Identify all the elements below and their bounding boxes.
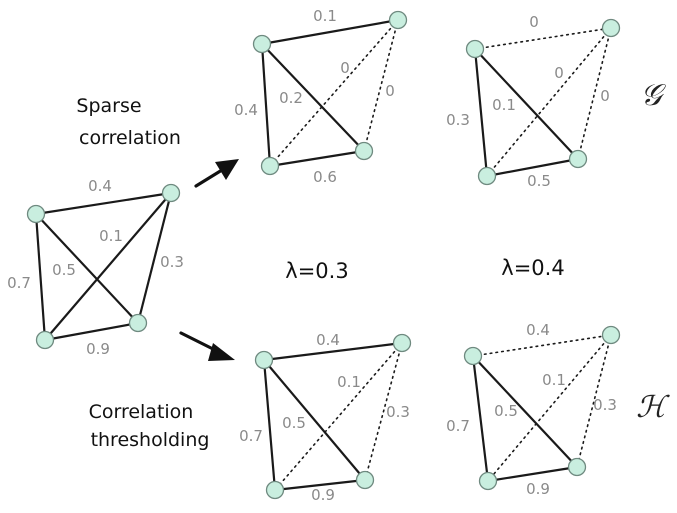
graph-node	[568, 149, 588, 169]
edge-diag_main	[473, 47, 580, 161]
graph-node	[388, 10, 408, 30]
edge-right	[363, 19, 399, 152]
graphs-layer: 0.4 0.3 0.9 0.7 0.5 0.1 0.1 0 0.6 0.4 0.2 0 0 0 0.5 0.3…	[7, 7, 621, 504]
edge-weight-label: 0.1	[492, 96, 516, 114]
graph-node	[161, 183, 181, 203]
edge-bottom	[273, 478, 367, 492]
edge-weight-label: 0.1	[313, 7, 337, 25]
edge-weight-label: 0	[600, 87, 610, 105]
edge-weight-label: 0	[554, 64, 564, 82]
edge-right	[577, 27, 612, 160]
graph-node	[601, 325, 621, 345]
edge-weight-label: 0.7	[446, 417, 470, 435]
edge-left	[260, 42, 272, 168]
edge-weight-label: 0.1	[542, 371, 566, 389]
edge-diag_main	[262, 358, 367, 482]
edge-weight-label: 0.5	[494, 402, 518, 420]
edge-diag_anti	[274, 342, 403, 491]
arrow-to-threshold	[179, 331, 235, 361]
graph-node	[392, 333, 412, 353]
graph-node	[465, 39, 485, 59]
edge-weight-label: 0.4	[88, 177, 112, 195]
edge-weight-label: 0	[385, 82, 395, 100]
edge-top	[34, 191, 173, 216]
edge-weight-label: 0.1	[337, 373, 361, 391]
graph-node	[567, 457, 587, 477]
graph-G-0.3: 0.1 0 0.6 0.4 0.2 0	[234, 7, 408, 186]
edge-bottom	[485, 157, 580, 178]
edge-diag_main	[34, 212, 140, 325]
edge-diag_main	[471, 354, 579, 469]
graph-node	[354, 141, 374, 161]
edge-weight-label: 0.9	[311, 486, 335, 504]
edge-bottom	[43, 321, 140, 342]
graph-h-symbol: ℋ	[636, 390, 670, 425]
graph-node	[463, 346, 483, 366]
edge-weight-label: 0.3	[593, 396, 617, 414]
threshold-label: Correlation thresholding	[89, 401, 210, 451]
graph-node	[26, 204, 46, 224]
edge-weight-label: 0.7	[239, 427, 263, 445]
edge-weight-label: 0.5	[527, 172, 551, 190]
edge-weight-label: 0.9	[526, 480, 550, 498]
edge-bottom	[486, 465, 579, 483]
graph-node	[477, 166, 497, 186]
lambda-0-3-label: λ=0.3	[285, 259, 348, 283]
edge-weight-label: 0.3	[160, 253, 184, 271]
graph-node	[128, 313, 148, 333]
edge-right	[576, 334, 612, 468]
edge-weight-label: 0	[529, 13, 539, 31]
lambda-0-4-label: λ=0.4	[501, 256, 564, 280]
edge-top	[472, 334, 612, 357]
graph-g-symbol: 𝒢	[640, 78, 666, 113]
graph-node	[35, 330, 55, 350]
graph-node	[478, 471, 498, 491]
graph-node	[265, 480, 285, 500]
edge-bottom	[268, 149, 366, 168]
graph-node	[601, 18, 621, 38]
graph-G-0.4: 0 0 0.5 0.3 0.1 0	[446, 13, 621, 190]
edge-weight-label: 0.9	[86, 340, 110, 358]
edge-weight-label: 0.2	[279, 89, 303, 107]
edge-left	[471, 354, 490, 483]
edge-weight-label: 0.3	[446, 111, 470, 129]
edge-weight-label: 0.4	[526, 321, 550, 339]
arrow-to-sparse	[194, 159, 239, 188]
edge-diag_main	[260, 42, 366, 153]
graph-H-0.3: 0.4 0.3 0.9 0.7 0.5 0.1	[239, 331, 412, 504]
edge-weight-label: 0.5	[282, 414, 306, 432]
edge-weight-label: 0	[340, 59, 350, 77]
edge-top	[474, 27, 612, 50]
edge-diag_anti	[269, 19, 399, 167]
edge-weight-label: 0.1	[99, 227, 123, 245]
edge-top	[260, 18, 400, 46]
graph-node	[355, 470, 375, 490]
edge-weight-label: 0.3	[386, 403, 410, 421]
graph-H-0.4: 0.4 0.3 0.9 0.7 0.5 0.1	[446, 321, 621, 498]
edge-weight-label: 0.4	[316, 331, 340, 349]
edge-left	[34, 212, 47, 342]
graph-input: 0.4 0.3 0.9 0.7 0.5 0.1	[7, 177, 184, 358]
edge-left	[473, 47, 489, 178]
sparse-label: Sparse correlation	[76, 95, 181, 149]
edge-right	[364, 342, 403, 481]
graph-node	[254, 350, 274, 370]
edge-weight-label: 0.5	[52, 261, 76, 279]
graph-node	[260, 156, 280, 176]
edge-weight-label: 0.6	[313, 168, 337, 186]
edge-weight-label: 0.7	[7, 274, 31, 292]
edge-top	[262, 341, 404, 362]
edge-right	[136, 191, 173, 325]
graph-node	[252, 34, 272, 54]
edge-diag_anti	[43, 191, 173, 342]
edge-left	[262, 358, 277, 492]
edge-weight-label: 0.4	[234, 101, 258, 119]
